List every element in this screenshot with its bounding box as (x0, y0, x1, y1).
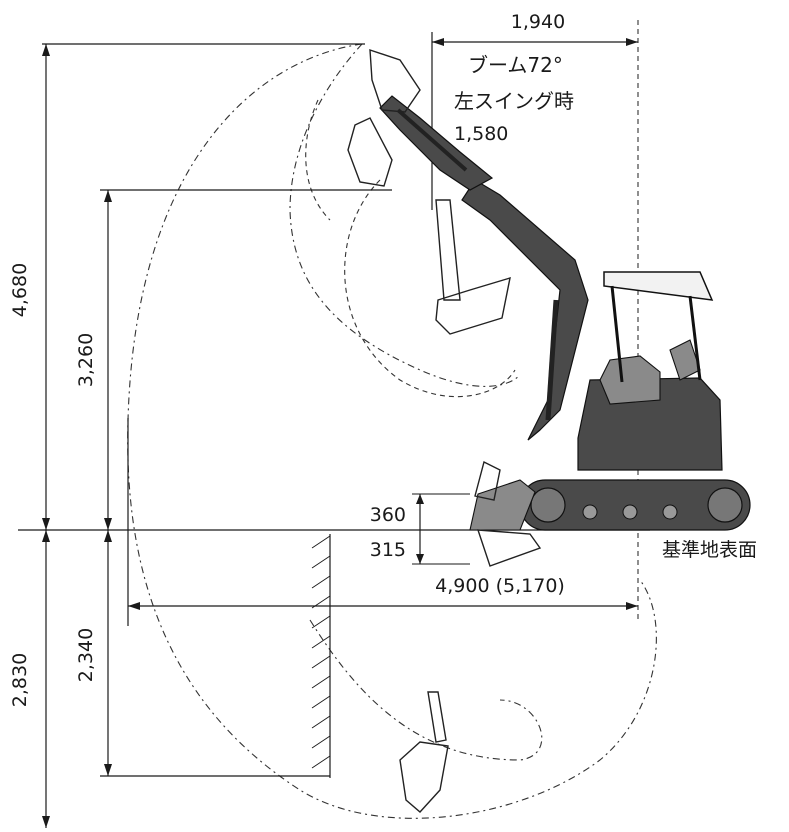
bucket-arc-upper (344, 179, 516, 398)
bucket-dig-position (399, 741, 449, 813)
dozer-blade (469, 479, 536, 531)
max-depth-label: 2,830 (9, 653, 31, 707)
max-reach-label: 4,900 (5,170) (435, 575, 565, 597)
dim-max-height: 4,680 (9, 43, 365, 530)
dump-height-label: 3,260 (75, 333, 97, 387)
dim-top-reach: 1,940 (431, 11, 638, 210)
ground-line-label: 基準地表面 (662, 539, 757, 561)
bucket-mid-position (435, 276, 511, 335)
dig-arc-lower (309, 619, 543, 761)
boom-angle-note: ブーム72° (468, 53, 563, 77)
wall-depth-label: 2,340 (75, 628, 97, 682)
left-swing-value: 1,580 (454, 123, 508, 145)
boom-swing-ref (305, 99, 331, 221)
bucket-raised (369, 49, 421, 113)
boom (461, 179, 589, 441)
blade-up-label: 360 (370, 504, 406, 526)
blade-down-label: 315 (370, 539, 406, 561)
dim-wall-depth: 2,340 (75, 530, 330, 777)
max-height-label: 4,680 (9, 263, 31, 317)
vertical-wall-hatch (311, 534, 331, 778)
arm-dig-position (427, 691, 447, 743)
dim-dump-height: 3,260 (75, 189, 392, 530)
dim-max-depth: 2,830 (9, 530, 50, 828)
dim-max-reach: 4,900 (5,170) (127, 418, 638, 626)
dozer-blade-lowered (477, 529, 542, 567)
dim-blade: 360 315 (370, 493, 470, 565)
left-swing-note: 左スイング時 (454, 89, 574, 113)
arm-mid-position (435, 199, 461, 301)
canopy-roof (603, 271, 714, 301)
excavator-illustration (347, 49, 751, 813)
top-reach-label: 1,940 (511, 11, 565, 33)
